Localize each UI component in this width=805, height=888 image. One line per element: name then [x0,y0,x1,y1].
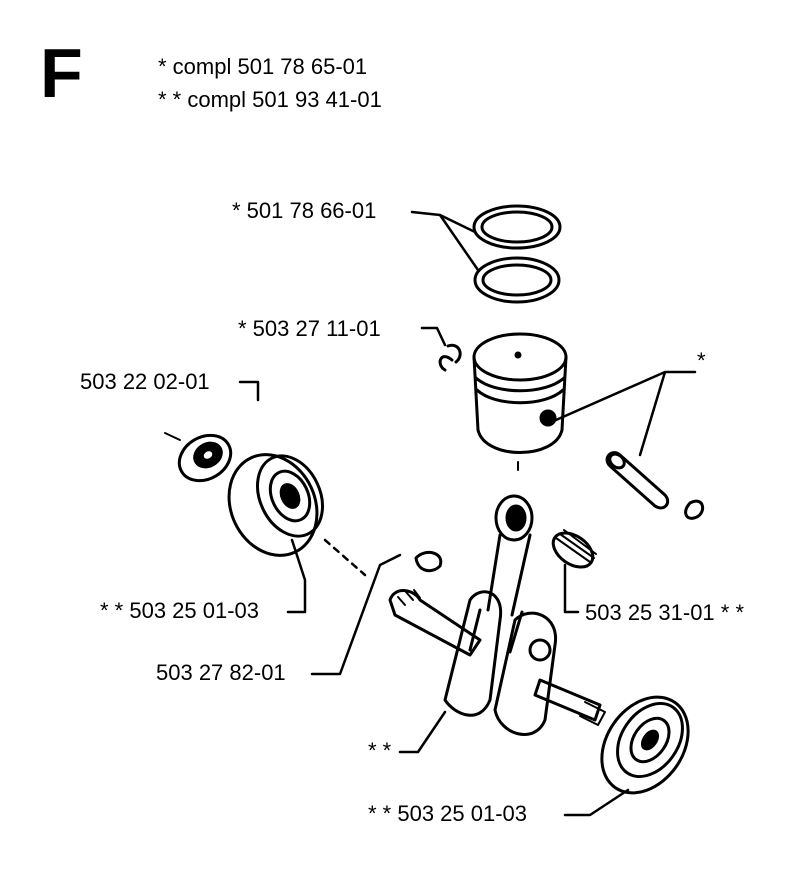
label-bearing-left: * * 503 25 01-03 [100,598,260,623]
label-seal: 503 22 02-01 [80,369,210,394]
piston-pin-part [605,451,670,510]
label-piston-rings: * 501 78 66-01 [232,198,377,223]
leader-woodruff-key [310,553,402,676]
label-woodruff-key: 503 27 82-01 [156,660,286,685]
bearing-right-part [600,695,690,795]
piston-ring-lower [473,256,561,304]
seal-part [177,433,233,483]
section-letter: F [40,34,83,112]
leader-key-dash [323,538,367,577]
needle-bearing-part [551,529,597,569]
label-needle-bearing: 503 25 31-01 * * [585,600,745,625]
leader-seal [238,380,260,402]
label-bearing-right: * * 503 25 01-03 [368,801,528,826]
header-line-2: * * compl 501 93 41-01 [158,87,382,112]
leader-seal-dash [164,432,181,441]
leader-piston-pin [554,370,697,457]
label-crankshaft: * * [368,738,392,763]
pin-circlip-part [684,499,704,520]
leader-bearing-left [286,538,307,614]
leader-needle-bearing [563,563,580,614]
leader-bearing-right [563,788,630,817]
leader-piston-rings [410,210,480,272]
bearing-left-part [227,453,324,557]
label-circlip: * 503 27 11-01 [238,316,381,341]
leader-circlip [420,326,447,347]
header-line-1: * compl 501 78 65-01 [158,54,368,79]
crankshaft-part [388,589,606,736]
label-piston-pin: * [697,348,706,373]
woodruff-key-part [414,550,443,573]
connecting-rod-part [468,494,534,654]
leader-crankshaft [398,710,447,754]
circlip-part [438,343,462,372]
piston-part [472,332,568,454]
piston-ring-upper [472,204,562,250]
leader-lines [164,210,697,817]
